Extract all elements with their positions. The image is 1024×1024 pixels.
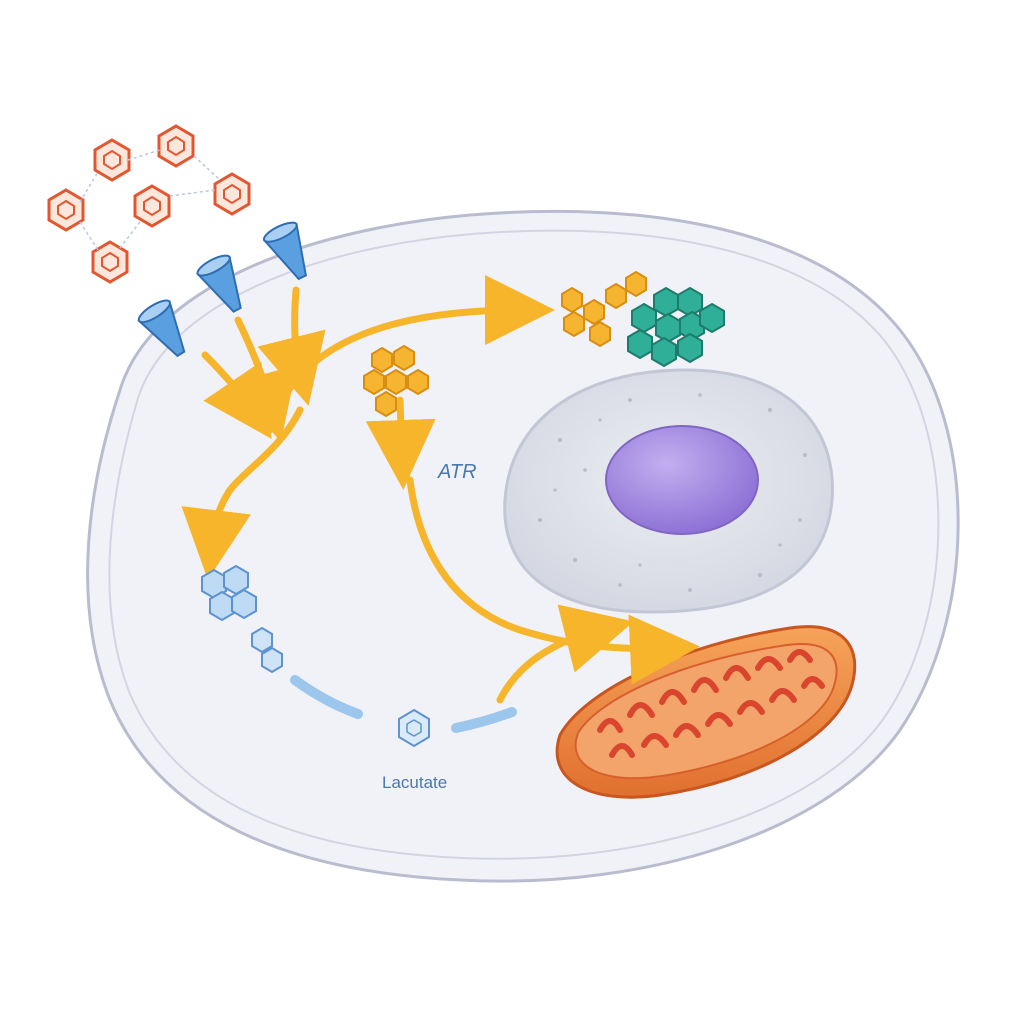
lactate-label: Lacutate [382, 773, 447, 792]
chromatin-speckles [538, 393, 807, 592]
hexagon-cluster-icon [627, 286, 725, 368]
pathway-arrows [181, 275, 700, 704]
cone-transporter-icon [262, 221, 307, 281]
hexagon-crystal-icon [251, 626, 283, 674]
pyruvate-down-arrow [365, 396, 436, 490]
cristae [597, 649, 825, 758]
hexagon-ring-icon [133, 184, 171, 228]
hexagon-crystal-icon [398, 708, 430, 748]
hexagon-cluster-icon [561, 270, 647, 348]
hexagon-ring-icon [157, 124, 195, 168]
hexagon-ring-icon [47, 188, 85, 232]
nucleus [503, 368, 834, 614]
upper-arc-arrow [266, 275, 555, 434]
hexagon-ring-icon [213, 172, 251, 216]
hexagon-crystal-icon [201, 564, 257, 622]
lactate-strand-1 [290, 675, 363, 719]
lactate-strand-2 [451, 707, 517, 733]
transporters [137, 221, 307, 358]
mitochondrion [555, 625, 857, 799]
cell-membrane-inner [108, 229, 940, 860]
hexagon-ring-icon [93, 138, 131, 182]
atr-label: ATR [437, 461, 477, 483]
cone-transporter-icon [196, 254, 242, 313]
glucose-molecules [47, 124, 251, 284]
lactate-return-arrow [496, 604, 634, 704]
lactate-pathway [201, 564, 517, 748]
product-clusters [561, 270, 725, 368]
hexagon-ring-icon [91, 240, 129, 284]
uptake-arrow-3 [257, 286, 326, 406]
cone-transporter-icon [137, 299, 186, 358]
molecule-bonds [79, 149, 221, 251]
nucleolus [605, 425, 759, 535]
glycolysis-arrow [181, 406, 304, 580]
pyruvate-cluster [363, 344, 429, 418]
